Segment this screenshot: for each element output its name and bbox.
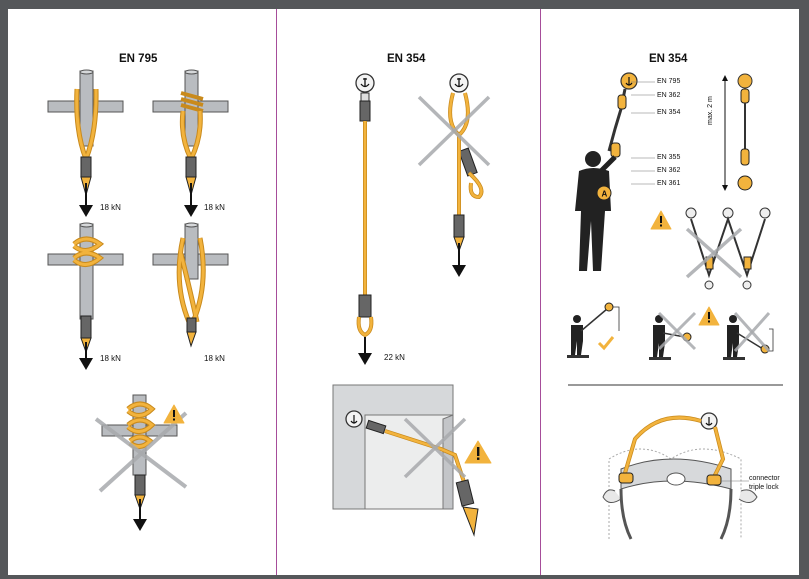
warning-triangle-icon <box>650 210 672 230</box>
standard-label: EN 795 <box>657 78 681 85</box>
arrow-down-icon <box>358 337 372 365</box>
check-icon <box>597 336 615 351</box>
prohibited-knot-illustration <box>94 394 188 531</box>
standard-label: EN 362 <box>657 167 681 174</box>
panel-title: EN 354 <box>649 53 688 65</box>
prohibited-y-lanyard-illustration <box>650 207 771 290</box>
load-label: 18 kN <box>204 354 225 363</box>
load-label: 22 kN <box>384 353 405 362</box>
arrow-down-icon <box>79 342 93 370</box>
connector-label: connector <box>749 475 780 482</box>
cross-icon <box>94 411 188 493</box>
panel-title: EN 795 <box>119 53 158 65</box>
basket-hitch-illustration <box>152 222 229 348</box>
load-label: 18 kN <box>204 203 225 212</box>
anchor-letter: A <box>602 190 608 199</box>
standard-label: EN 362 <box>657 92 681 99</box>
anchor-icon <box>449 73 469 93</box>
panel-en354-lanyard: EN 354 22 kN <box>277 9 541 575</box>
correct-anchor-above-illustration <box>567 302 620 358</box>
standard-label: EN 361 <box>657 180 681 187</box>
warning-triangle-icon <box>163 404 185 424</box>
sharp-edge-illustration <box>332 384 492 537</box>
standard-label: EN 355 <box>657 154 681 161</box>
cross-icon <box>685 227 743 279</box>
connector-label: triple lock <box>749 484 779 491</box>
standard-label: EN 354 <box>657 109 681 116</box>
warning-triangle-icon <box>464 440 492 464</box>
max-length-label: max. 2 m <box>707 96 714 125</box>
section-divider <box>568 384 783 386</box>
panel-en795: EN 795 18 kN <box>8 9 277 575</box>
anchor-icon <box>620 72 638 90</box>
panel-en354-system: EN 354 A EN 795 EN 362 EN 354 EN 355 EN … <box>541 9 799 575</box>
load-label: 18 kN <box>100 203 121 212</box>
cross-icon <box>733 311 771 353</box>
warning-triangle-icon <box>698 306 720 326</box>
lanyard-illustration <box>355 73 375 365</box>
arrow-down-icon <box>184 183 198 217</box>
leader-lines <box>631 81 655 185</box>
knotted-rope-illustration <box>47 222 124 370</box>
harness-connector-illustration <box>602 412 758 540</box>
anchor-icon <box>345 410 363 428</box>
panel-title: EN 354 <box>387 53 426 65</box>
wrapped-rope-illustration <box>152 69 229 217</box>
prohibited-knotted-lanyard-illustration <box>417 73 491 277</box>
arrow-down-icon <box>79 183 93 217</box>
anchor-icon <box>355 73 375 93</box>
cross-icon <box>417 95 491 167</box>
climber-system-illustration: A <box>575 72 638 271</box>
instruction-sheet: EN 795 18 kN <box>8 9 799 575</box>
anchor-icon <box>700 412 718 430</box>
cross-icon <box>403 417 467 479</box>
prohibited-anchor-level-illustration <box>649 306 720 360</box>
prohibited-anchor-below-illustration <box>723 311 774 360</box>
girth-hitch-illustration <box>47 69 124 217</box>
cross-icon <box>657 311 697 351</box>
load-label: 18 kN <box>100 354 121 363</box>
max-length-illustration <box>722 73 753 191</box>
